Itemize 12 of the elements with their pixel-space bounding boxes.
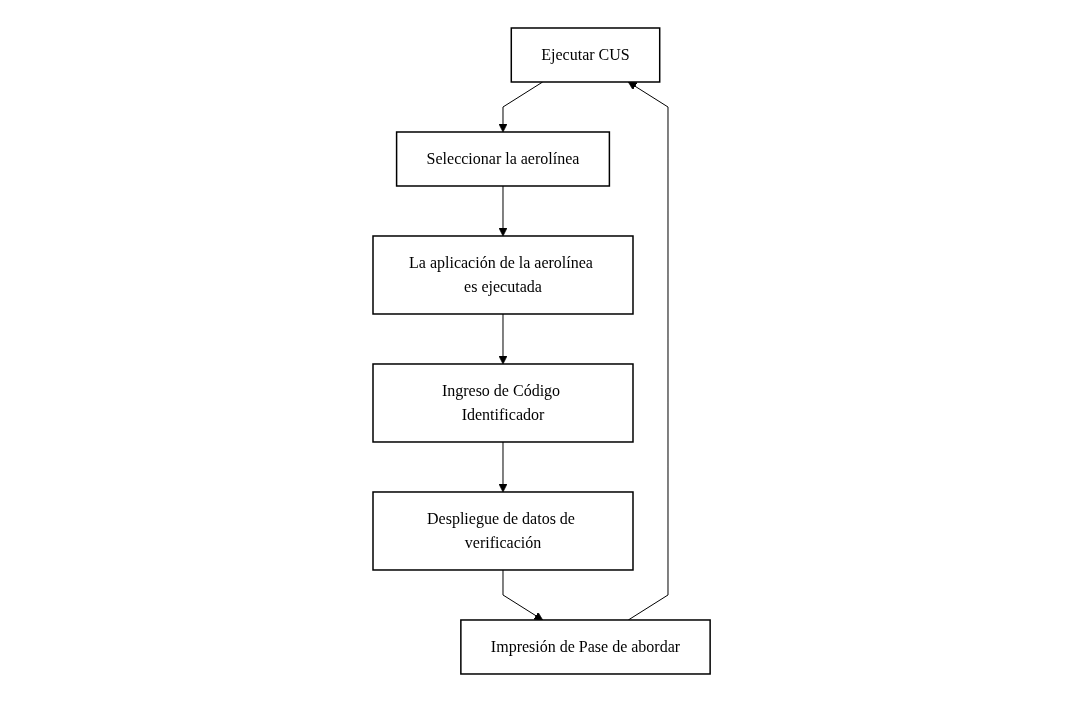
arrow	[498, 185, 508, 236]
node-box: Ingreso de Código Identificador	[372, 362, 634, 443]
node-box: Impresión de Pase de abordar	[460, 618, 711, 675]
arrow	[502, 569, 543, 620]
arrow	[498, 313, 508, 364]
node-box: La aplicación de la aerolínea es ejecutada	[372, 234, 634, 315]
node-box: Seleccionar la aerolínea	[395, 130, 611, 187]
arrow	[498, 81, 544, 132]
arrow	[627, 81, 669, 620]
node-box: Ejecutar CUS	[510, 26, 661, 83]
node-box: Despliegue de datos de verificación	[372, 490, 634, 571]
arrow	[498, 441, 508, 492]
